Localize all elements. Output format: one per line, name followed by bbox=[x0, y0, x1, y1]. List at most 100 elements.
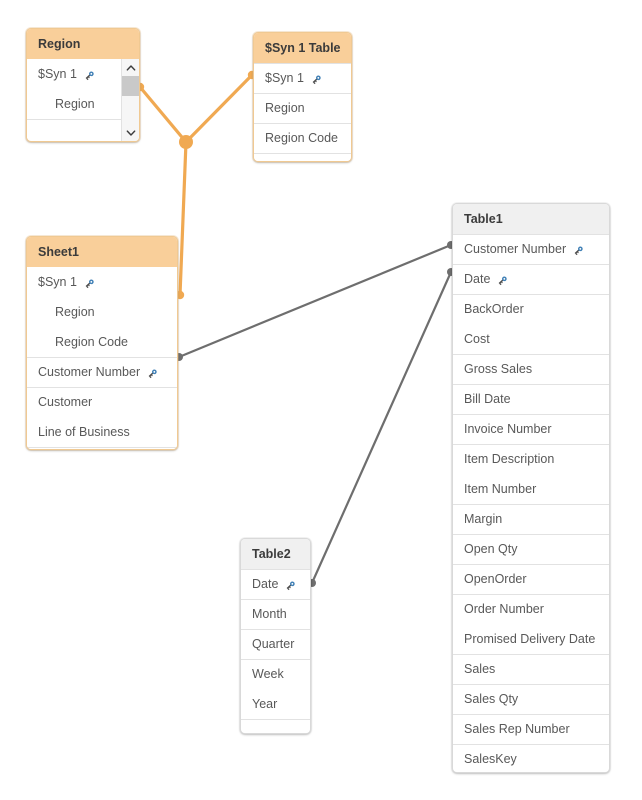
vertical-scrollbar[interactable] bbox=[121, 59, 139, 141]
field-label: Region Code bbox=[265, 131, 338, 145]
field-row[interactable]: OpenOrder bbox=[453, 564, 609, 594]
table-node-title: $Syn 1 Table bbox=[254, 33, 351, 63]
field-label: $Syn 1 bbox=[38, 275, 77, 289]
field-row[interactable]: Year bbox=[241, 689, 310, 719]
field-row[interactable]: Gross Sales bbox=[453, 354, 609, 384]
field-label: Margin bbox=[464, 512, 503, 526]
field-row[interactable]: Line of Business bbox=[27, 417, 177, 447]
scrollbar-track[interactable] bbox=[122, 76, 139, 124]
field-row[interactable]: Margin bbox=[453, 504, 609, 534]
field-label: Week bbox=[252, 667, 284, 681]
key-icon bbox=[496, 275, 509, 286]
field-row[interactable]: Date bbox=[453, 264, 609, 294]
field-label: Region bbox=[55, 305, 95, 319]
field-label: Promised Delivery Date bbox=[464, 632, 596, 646]
field-label: Sales bbox=[464, 662, 496, 676]
field-label: Date bbox=[252, 577, 279, 591]
field-row[interactable]: Region bbox=[254, 93, 351, 123]
key-icon bbox=[146, 368, 159, 379]
field-label: Item Number bbox=[464, 482, 537, 496]
field-row[interactable]: Region bbox=[27, 297, 177, 327]
field-row-empty bbox=[27, 447, 177, 449]
key-icon bbox=[310, 74, 323, 85]
field-row[interactable]: Region Code bbox=[254, 123, 351, 153]
field-label: Month bbox=[252, 607, 287, 621]
field-label: SalesKey bbox=[464, 752, 517, 766]
field-label: Customer Number bbox=[38, 365, 141, 379]
field-row-empty bbox=[241, 719, 310, 733]
field-label: OpenOrder bbox=[464, 572, 527, 586]
field-row[interactable]: Week bbox=[241, 659, 310, 689]
association-link-table2-to-table1-date[interactable] bbox=[310, 270, 453, 585]
field-row[interactable]: Customer bbox=[27, 387, 177, 417]
scrollbar-thumb[interactable] bbox=[122, 76, 139, 96]
table-node-title: Region bbox=[27, 29, 139, 59]
field-row[interactable]: Sales Rep Number bbox=[453, 714, 609, 744]
field-row[interactable]: Sales Qty bbox=[453, 684, 609, 714]
field-label: Region bbox=[265, 101, 305, 115]
association-link-junction-to-sheet1[interactable] bbox=[178, 140, 188, 297]
field-row[interactable]: Item Number bbox=[453, 474, 609, 504]
key-icon bbox=[284, 580, 297, 591]
field-label: Order Number bbox=[464, 602, 544, 616]
field-row[interactable]: Order Number bbox=[453, 594, 609, 624]
field-row[interactable]: $Syn 1 bbox=[254, 63, 351, 93]
field-label: Bill Date bbox=[464, 392, 511, 406]
field-row[interactable]: Customer Number bbox=[453, 234, 609, 264]
field-row[interactable]: Promised Delivery Date bbox=[453, 624, 609, 654]
field-label: $Syn 1 bbox=[38, 67, 77, 81]
table-node-region[interactable]: Region $Syn 1 Region bbox=[26, 28, 140, 142]
chevron-down-icon[interactable] bbox=[122, 124, 139, 141]
field-row[interactable]: Item Description bbox=[453, 444, 609, 474]
field-row[interactable]: $Syn 1 bbox=[27, 59, 139, 89]
field-row[interactable]: BackOrder bbox=[453, 294, 609, 324]
field-row[interactable]: $Syn 1 bbox=[27, 267, 177, 297]
table-node-title: Table1 bbox=[453, 204, 609, 234]
field-label: Line of Business bbox=[38, 425, 130, 439]
association-link-sheet1-to-table1-customer[interactable] bbox=[177, 243, 453, 359]
field-row[interactable]: Cost bbox=[453, 324, 609, 354]
field-label: Invoice Number bbox=[464, 422, 552, 436]
field-label: BackOrder bbox=[464, 302, 524, 316]
field-list: $Syn 1 Region bbox=[27, 59, 139, 138]
key-icon bbox=[83, 70, 96, 81]
table-node-title: Table2 bbox=[241, 539, 310, 569]
field-row[interactable]: SalesKey bbox=[453, 744, 609, 772]
field-row[interactable]: Customer Number bbox=[27, 357, 177, 387]
field-row-empty bbox=[27, 119, 139, 138]
field-row[interactable]: Date bbox=[241, 569, 310, 599]
field-row[interactable]: Open Qty bbox=[453, 534, 609, 564]
field-label: Cost bbox=[464, 332, 490, 346]
field-row[interactable]: Region Code bbox=[27, 327, 177, 357]
chevron-up-icon[interactable] bbox=[122, 59, 139, 76]
field-row[interactable]: Sales bbox=[453, 654, 609, 684]
field-label: Customer bbox=[38, 395, 93, 409]
field-row[interactable]: Month bbox=[241, 599, 310, 629]
field-label: Region bbox=[55, 97, 95, 111]
field-label: Year bbox=[252, 697, 278, 711]
field-label: Region Code bbox=[55, 335, 128, 349]
field-label: Open Qty bbox=[464, 542, 518, 556]
field-row[interactable]: Bill Date bbox=[453, 384, 609, 414]
field-row-empty bbox=[254, 153, 351, 161]
key-icon bbox=[83, 278, 96, 289]
field-row[interactable]: Invoice Number bbox=[453, 414, 609, 444]
field-row[interactable]: Region bbox=[27, 89, 139, 119]
association-link-region-to-junction[interactable] bbox=[138, 85, 188, 144]
field-label: Quarter bbox=[252, 637, 295, 651]
synthetic-key-junction[interactable] bbox=[179, 135, 193, 149]
association-link-syn1table-to-junction[interactable] bbox=[184, 73, 254, 144]
field-label: Sales Rep Number bbox=[464, 722, 570, 736]
field-label: $Syn 1 bbox=[265, 71, 304, 85]
field-label: Sales Qty bbox=[464, 692, 519, 706]
field-row[interactable]: Quarter bbox=[241, 629, 310, 659]
field-label: Date bbox=[464, 272, 491, 286]
